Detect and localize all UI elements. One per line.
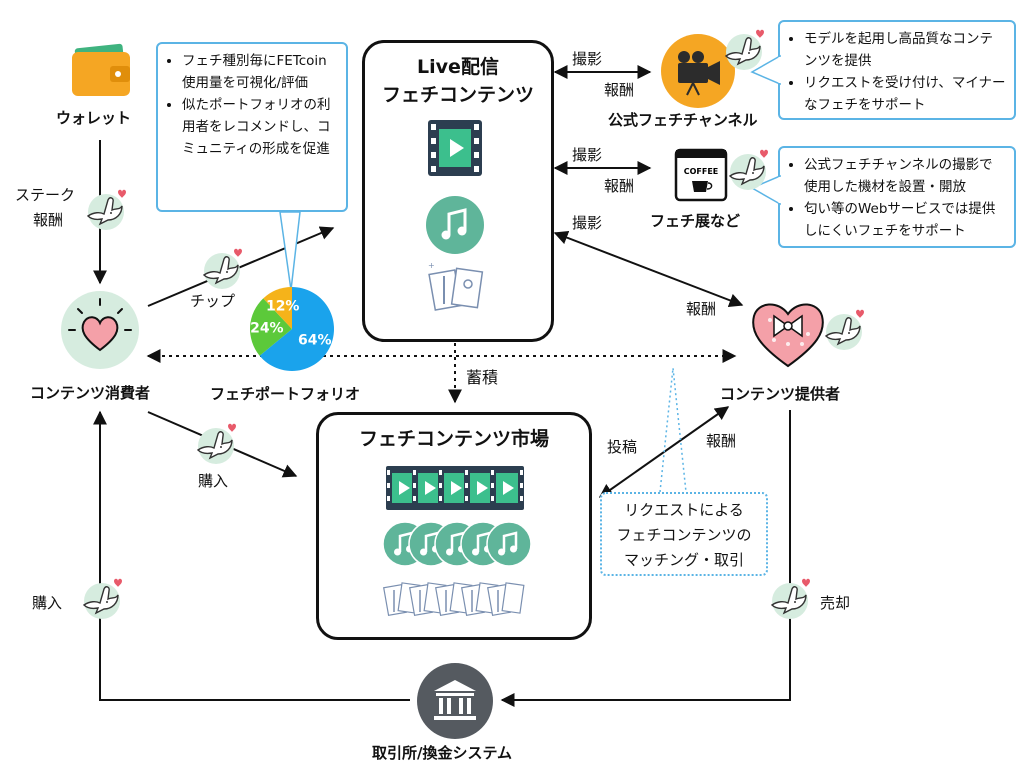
request-matching-box: リクエストによる フェチコンテンツの マッチング・取引 (600, 492, 768, 576)
video-camera-icon (661, 34, 735, 108)
dove-icon (770, 578, 810, 619)
coffee-sign-icon: COFFEE (674, 148, 728, 202)
reward-label-3: 報酬 (686, 300, 717, 318)
buy-market-label: 購入 (198, 472, 229, 490)
sell-arrow (500, 410, 791, 707)
provider-label: コンテンツ提供者 (720, 385, 841, 403)
request-line-3: マッチング・取引 (623, 551, 744, 569)
sell-label: 売却 (820, 594, 851, 612)
music-note-stack-icon (382, 521, 532, 567)
official-callout-item: リクエストを受け付け、マイナーなフェチをサポート (804, 72, 1006, 116)
dove-icon (82, 578, 122, 619)
tip-arrow (147, 226, 335, 307)
film-frame-icon (490, 466, 524, 510)
accumulate-label: 蓄積 (466, 368, 499, 387)
live-box-title-line1: Live配信 (417, 56, 499, 78)
official-callout-pointer (750, 54, 782, 86)
official-callout-item: モデルを起用し高品質なコンテンツを提供 (804, 28, 1006, 72)
music-note-icon (426, 196, 484, 254)
consumer-heart-icon (61, 291, 139, 369)
exhibition-callout-item: 匂い等のWebサービスでは提供しにくいフェチをサポート (804, 198, 1006, 242)
image-gallery-icon: + (428, 261, 484, 311)
stake-reward-label: 報酬 (33, 211, 64, 229)
music-note-circle-icon (486, 521, 532, 567)
svg-text:+: + (428, 261, 435, 270)
image-gallery-stack-icon (383, 582, 525, 617)
buy-exchange-arrow (93, 410, 410, 701)
portfolio-callout-pointer (279, 211, 301, 291)
pie-slice-label: 24% (250, 320, 284, 336)
exhibition-callout-pointer (750, 174, 782, 206)
gift-heart-icon (752, 303, 824, 368)
request-callout-pointer (659, 367, 687, 493)
dove-icon (724, 29, 764, 70)
image-card-icon (435, 582, 473, 617)
dove-icon (196, 423, 236, 464)
buy-exchange-label: 購入 (32, 594, 63, 612)
portfolio-pie-chart: 64% 24% 12% (250, 287, 334, 371)
film-frame-icon (438, 466, 472, 510)
coffee-sign-text: COFFEE (684, 167, 719, 176)
shoot-label-2: 撮影 (572, 146, 603, 164)
pie-slice-label: 64% (298, 333, 332, 349)
portfolio-callout-item: フェチ種別毎にFETcoin使用量を可視化/評価 (182, 50, 338, 94)
shoot-label-1: 撮影 (572, 50, 603, 68)
wallet-icon (72, 43, 130, 96)
bank-building-icon (417, 663, 493, 739)
exhibition-callout: 公式フェチチャンネルの撮影で使用した機材を設置・開放 匂い等のWebサービスでは… (778, 146, 1016, 248)
market-box-title: フェチコンテンツ市場 (358, 428, 549, 450)
wallet-label: ウォレット (56, 109, 132, 127)
post-label: 投稿 (607, 438, 638, 456)
pie-slice (250, 298, 292, 356)
pie-slice (259, 287, 334, 371)
dove-icon (202, 248, 242, 289)
live-box-title-line2: フェチコンテンツ (381, 84, 534, 106)
official-callout: モデルを起用し高品質なコンテンツを提供 リクエストを受け付け、マイナーなフェチを… (778, 20, 1016, 120)
video-film-icon (428, 120, 482, 176)
shoot-label-3: 撮影 (572, 214, 603, 232)
request-line-2: フェチコンテンツの (616, 526, 752, 544)
portfolio-callout: フェチ種別毎にFETcoin使用量を可視化/評価 似たポートフォリオの利用者をレ… (156, 42, 348, 212)
stake-label: ステーク (15, 186, 76, 204)
provider-live-arrow (553, 230, 744, 308)
dove-icon (728, 149, 768, 190)
portfolio-callout-item: 似たポートフォリオの利用者をレコメンドし、コミュニティの形成を促進 (182, 94, 338, 160)
reward-label-2: 報酬 (604, 177, 635, 195)
post-reward-label: 報酬 (706, 432, 737, 450)
reward-label-1: 報酬 (604, 81, 635, 99)
pie-slice (263, 287, 292, 329)
exhibition-callout-item: 公式フェチチャンネルの撮影で使用した機材を設置・開放 (804, 154, 1006, 198)
official-channel-label: 公式フェチチャンネル (608, 111, 758, 129)
consumer-label: コンテンツ消費者 (30, 384, 151, 402)
image-card-icon (487, 582, 525, 617)
tip-label: チップ (190, 292, 236, 310)
exhibition-label: フェチ展など (650, 212, 741, 230)
portfolio-label: フェチポートフォリオ (210, 385, 361, 403)
dove-icon (824, 309, 864, 350)
request-line-1: リクエストによる (624, 501, 744, 519)
pie-slice-label: 12% (266, 299, 300, 315)
dove-icon (86, 189, 126, 230)
exchange-label: 取引所/換金システム (372, 744, 513, 762)
film-frame-icon (412, 466, 446, 510)
video-film-stack-icon (386, 466, 524, 510)
